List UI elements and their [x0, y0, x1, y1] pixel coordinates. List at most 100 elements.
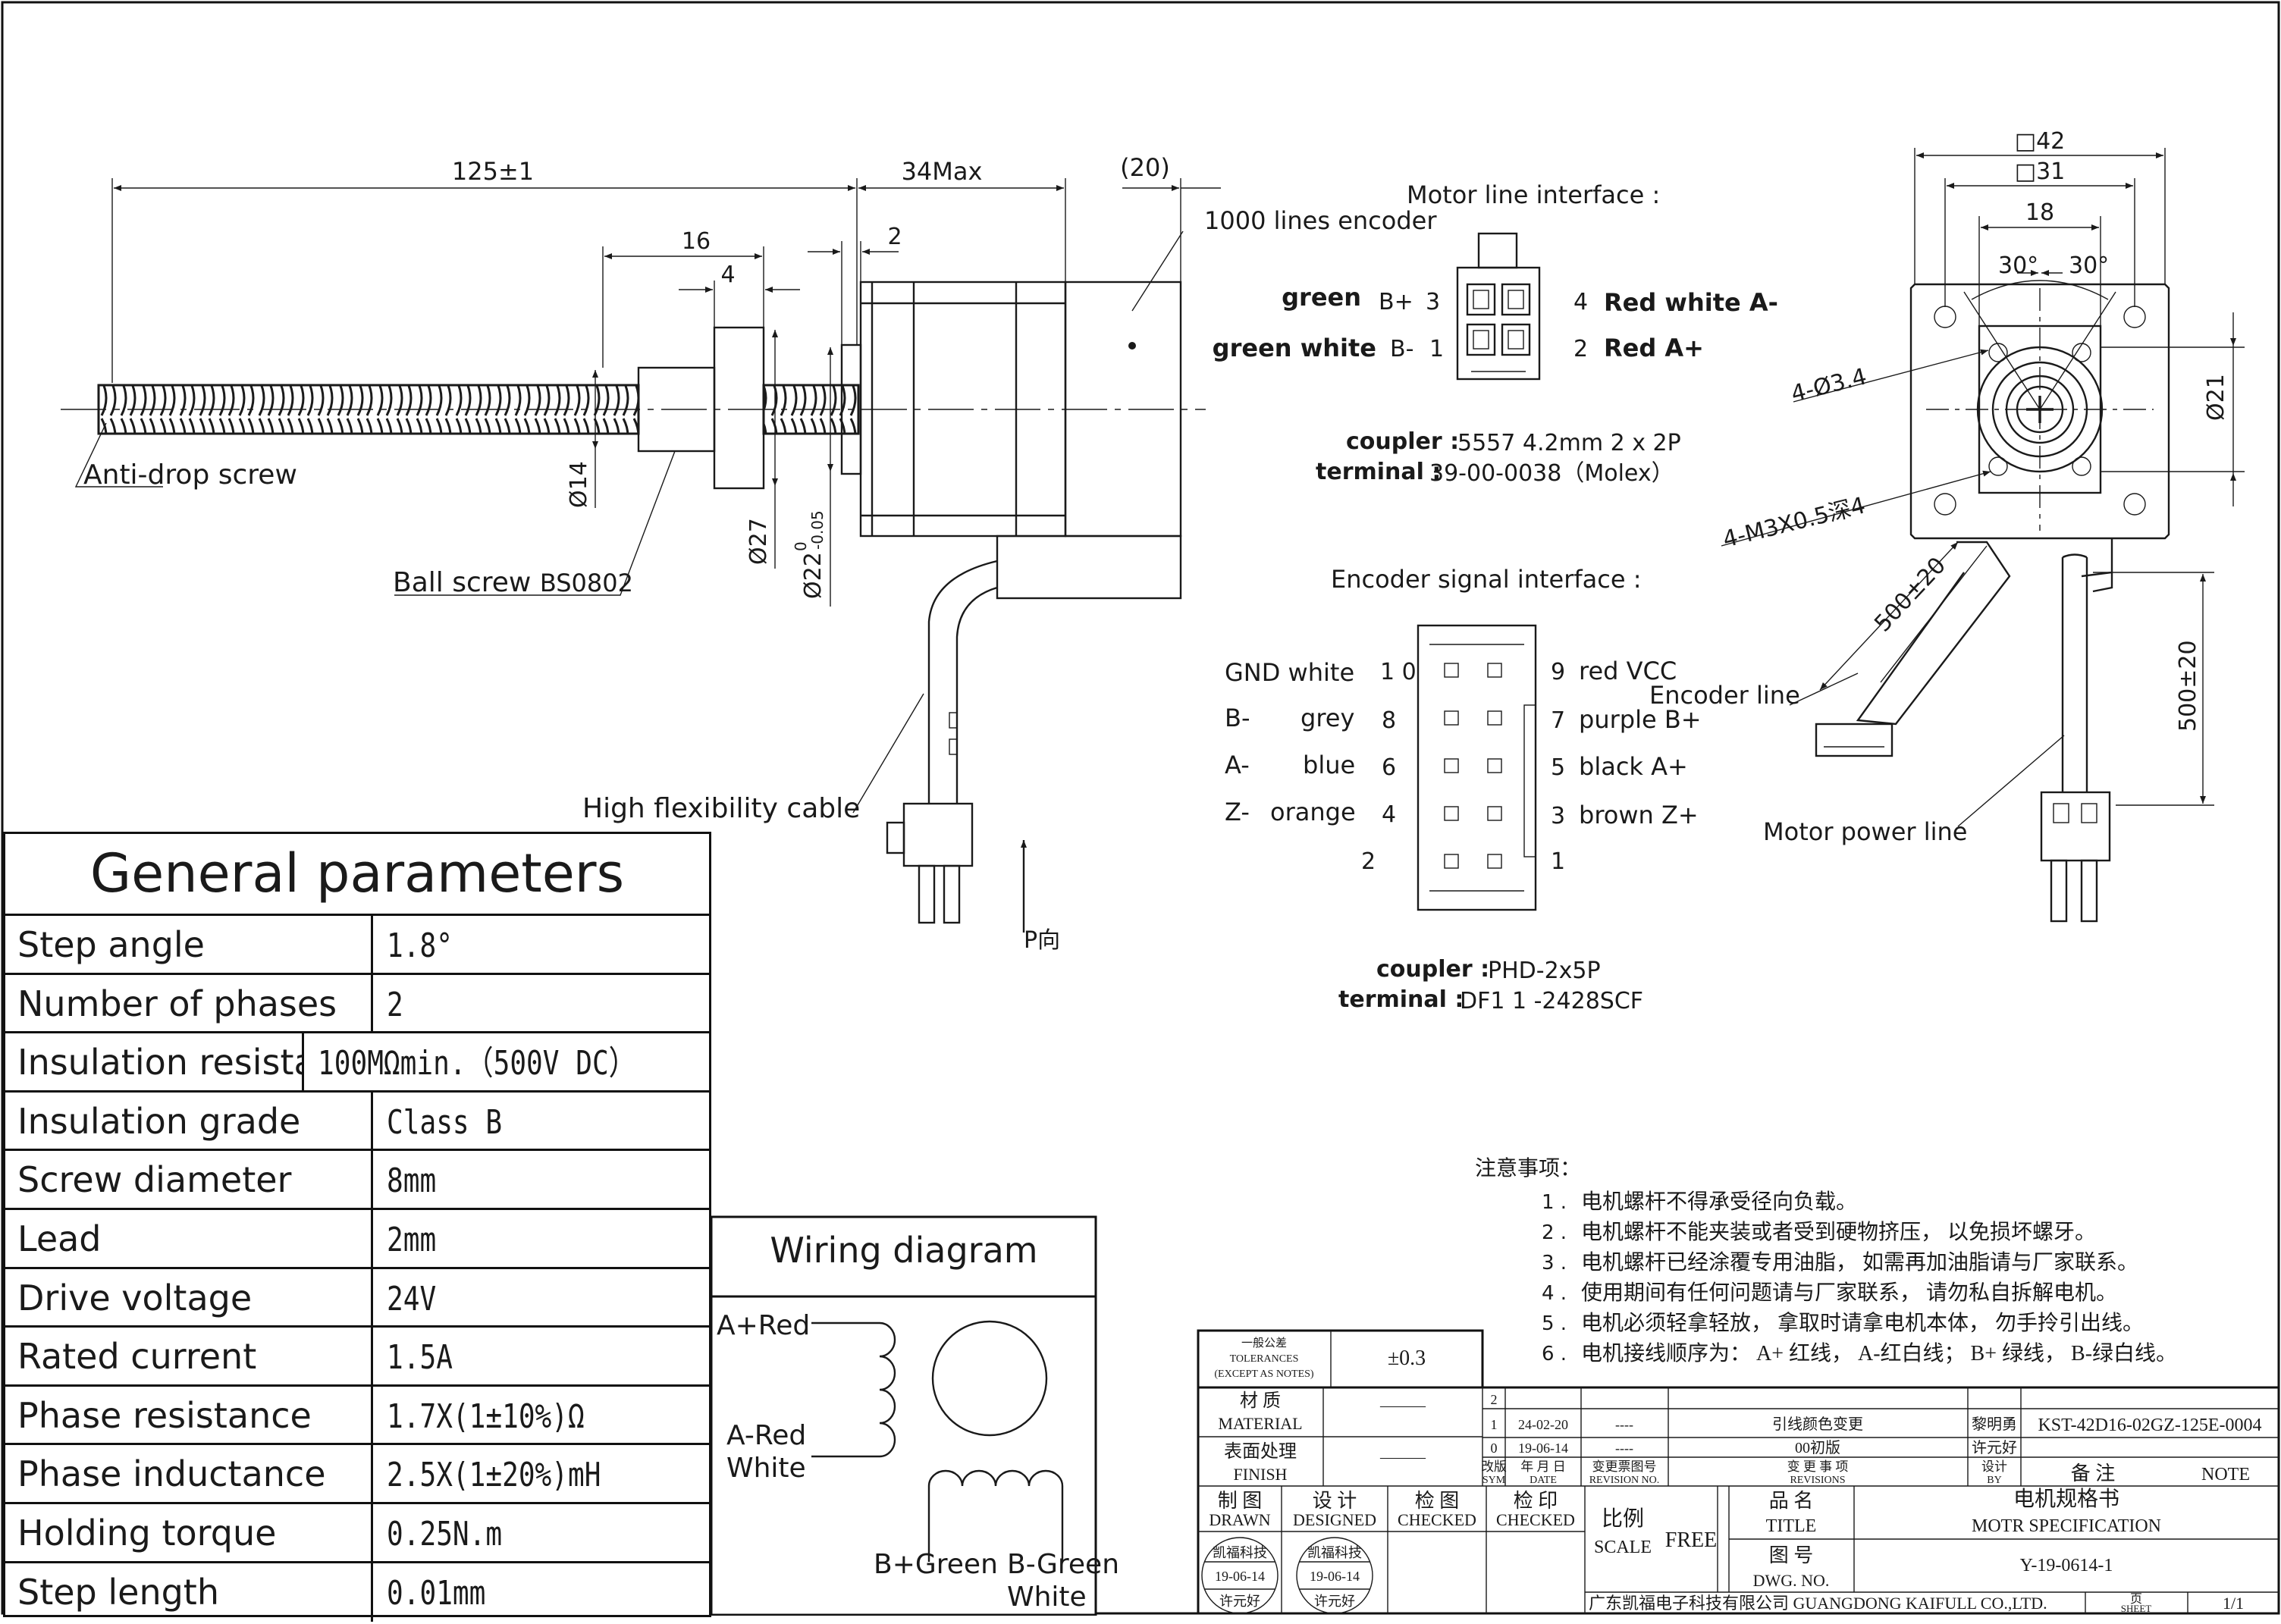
dim-boss-tol-lo: -0.05 [808, 510, 827, 550]
wiring-diagram: Wiring diagram A+Red A-Red White B+Green… [710, 1215, 1119, 1616]
wiring-a-minus-1: A-Red [726, 1420, 806, 1451]
dwg-en: DWG. NO. [1753, 1571, 1830, 1590]
rev1-desc: 引线颜色变更 [1772, 1416, 1863, 1433]
dim-width18: 18 [2025, 199, 2054, 226]
checked1-cn: 检 图 [1415, 1490, 1460, 1512]
enc-zminus-signal: Z- [1225, 798, 1250, 826]
enc-bplus-label: purple B+ [1579, 705, 1702, 734]
param-value: 2mm [387, 1220, 437, 1259]
enc-vcc-label: red VCC [1579, 657, 1677, 685]
motor-coupler-value: 5557 4.2mm 2 x 2P [1457, 430, 1681, 456]
scale-en: SCALE [1594, 1538, 1652, 1557]
finish-en: FINISH [1234, 1465, 1288, 1484]
enc-pin5: 5 [1551, 754, 1565, 781]
note-5-num: 5 . [1542, 1312, 1567, 1335]
param-name: Phase inductance [5, 1445, 373, 1502]
dim-encoder-len: (20) [1120, 153, 1170, 182]
param-value: 24V [387, 1279, 437, 1318]
rev0-by: 许元好 [1972, 1439, 2017, 1456]
h-note-en: NOTE [2201, 1465, 2250, 1484]
encoder-signal-interface: Encoder signal interface : GND white 1 0… [1225, 565, 1702, 1014]
dim-holes: 4-Ø3.4 [1788, 363, 1869, 407]
enc-gnd-signal: GND white [1225, 658, 1354, 687]
dim-flange-dia: Ø27 [745, 518, 772, 565]
param-name: Drive voltage [5, 1268, 373, 1326]
checked2-cn: 检 印 [1514, 1490, 1558, 1512]
enc-aplus-label: black A+ [1579, 752, 1688, 781]
enc-pin9: 9 [1551, 659, 1565, 685]
title-block: 一般公差 TOLERANCES (EXCEPT AS NOTES) ±0.3 材… [1197, 1329, 2280, 1615]
dwg-value: Y-19-0614-1 [2020, 1556, 2113, 1575]
param-name: Step angle [5, 916, 373, 973]
encoder-line-label: Encoder line [1649, 681, 1800, 710]
note-4-text: 使用期间有任何问题请与厂家联系， 请勿私自拆解电机。 [1581, 1281, 2117, 1305]
enc-zminus-color: orange [1270, 798, 1356, 826]
dim-nut-len: 16 [682, 228, 711, 255]
encoder-interface-title: Encoder signal interface : [1331, 565, 1642, 594]
wiring-title: Wiring diagram [770, 1230, 1037, 1271]
p-view-label: P向 [1024, 927, 1060, 954]
enc-terminal-label: terminal : [1338, 986, 1464, 1013]
ball-screw-text: Ball screw [393, 567, 531, 598]
param-name: Holding torque [5, 1503, 373, 1561]
stamp-drawn-company: 凯福科技 [1213, 1545, 1267, 1560]
param-value: Class B [387, 1102, 503, 1142]
title-cn: 品 名 [1769, 1490, 1814, 1512]
tol-cn: 一般公差 [1241, 1337, 1287, 1350]
param-value: 2 [387, 985, 403, 1024]
table-row: Drive voltage 24V [5, 1268, 709, 1328]
enc-pin3: 3 [1551, 803, 1565, 829]
part-number: KST-42D16-02GZ-125E-0004 [2038, 1416, 2261, 1435]
company-name: 广东凯福电子科技有限公司 GUANGDONG KAIFULL CO.,LTD. [1589, 1594, 2047, 1613]
pin3-signal: B+ [1379, 289, 1413, 315]
table-row: Holding torque 0.25N.m [5, 1503, 709, 1563]
dwg-cn: 图 号 [1769, 1544, 1814, 1566]
scale-cn: 比例 [1602, 1506, 1644, 1531]
motor-terminal-value: 39-00-0038（Molex） [1429, 460, 1674, 487]
enc-pin7: 7 [1551, 707, 1565, 734]
drawn-cn: 制 图 [1218, 1490, 1263, 1512]
note-1-text: 电机螺杆不得承受径向负载。 [1581, 1190, 1857, 1214]
enc-coupler-value: PHD-2x5P [1488, 958, 1601, 984]
ball-screw-model: BS0802 [540, 569, 633, 597]
dim-square31: □31 [2015, 158, 2066, 185]
pin1-name: green white [1213, 334, 1376, 362]
sheet-value: 1/1 [2223, 1594, 2244, 1613]
dim-motor-len: 34Max [902, 157, 983, 186]
dim-boss-len: 2 [887, 224, 902, 250]
dim-flange-thk: 4 [720, 262, 735, 288]
h-desc-cn: 变 更 事 项 [1787, 1459, 1849, 1474]
stamp-designed-name: 许元好 [1314, 1594, 1355, 1609]
param-value: 0.25N.m [387, 1514, 503, 1553]
table-row: Lead 2mm [5, 1209, 709, 1269]
param-name: Phase resistance [5, 1386, 373, 1444]
motor-coupler-label: coupler : [1346, 428, 1459, 455]
note-3-text: 电机螺杆已经涂覆专用油脂， 如需再加油脂请与厂家联系。 [1581, 1250, 2138, 1274]
motor-terminal-label: terminal : [1316, 459, 1441, 485]
side-view: P向 125±1 34Max (20) 16 4 2 Ø14 Ø27 [61, 153, 1437, 954]
motor-interface-title: Motor line interface : [1407, 180, 1660, 209]
enc-pin4: 4 [1382, 801, 1396, 828]
param-value: 1.7X(1±10%)Ω [387, 1397, 585, 1436]
h-by-cn: 设计 [1981, 1459, 2007, 1474]
dim-square42: □42 [2015, 128, 2066, 155]
finish-value: ——— [1379, 1449, 1426, 1466]
h-sym-cn: 改版 [1481, 1459, 1507, 1474]
enc-bminus-color: grey [1301, 704, 1354, 732]
pin3-name: green [1282, 283, 1361, 312]
param-name: Lead [5, 1209, 373, 1267]
wiring-b-plus: B+Green [874, 1549, 998, 1580]
tol-en1: TOLERANCES [1230, 1353, 1299, 1365]
dim-encoder-cable: 500±20 [1869, 552, 1951, 637]
param-value: 8mm [387, 1162, 437, 1201]
h-note-cn: 备 注 [2071, 1463, 2116, 1484]
ball-screw-label: Ball screw BS0802 [393, 567, 633, 598]
note-6-text: 电机接线顺序为： A+ 红线， A-红白线； B+ 绿线， B-绿白线。 [1581, 1341, 2177, 1365]
cable-label: High flexibility cable [582, 793, 860, 824]
